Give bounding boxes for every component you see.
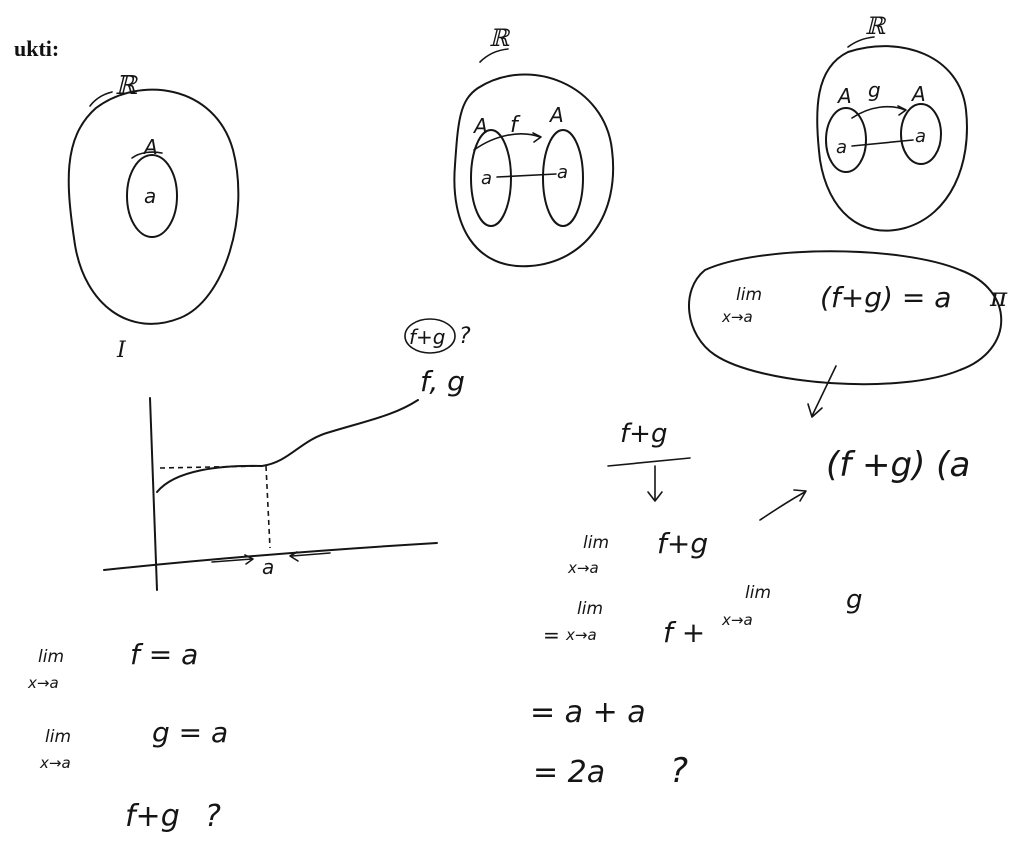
note-oval [688,250,1003,386]
left-a-label-2: A [472,114,488,138]
lim1-text: lim [583,533,609,553]
func-g-label: g [868,78,881,102]
right-a-label-3: A [910,82,926,106]
right-elem-2: a [557,162,568,183]
bl-line3-question: ? [205,799,221,834]
set-r-outline [67,88,240,325]
expr1-text: f+g [657,527,708,560]
set-r-label-3: ℝ [865,12,887,40]
left-elem-2: a [481,168,492,189]
sub1-text: x→a [567,559,599,577]
set-r-label-2: ℝ [489,24,511,52]
set-r-label: ℝ [115,71,138,101]
right-elem-3: a [915,126,926,147]
roman-one-label: I [116,338,127,363]
f-g-bubble [404,318,456,354]
left-elem-3: a [836,137,847,158]
right-a-label-2: A [548,103,564,127]
element-a-label: a [144,184,156,208]
oval-lim-text: lim [736,285,762,305]
fraction-top: f+g [620,419,667,449]
oval-expr-text: (f+g) = a [820,281,951,314]
plus-f-text: f + [663,616,705,649]
bubble-text: f+g [409,325,446,349]
line4-text: = 2a [533,755,605,790]
line3-text: = a + a [530,695,646,730]
limit-oval-note: lim x→a (f+g) = a π [688,250,1008,418]
bl-expr2: g = a [152,716,228,749]
left-a-label-3: A [836,84,852,108]
subset-a-outline [126,154,178,238]
right-set-a-2 [542,129,584,227]
set-diagram-2: ℝ A f A a a [453,24,615,268]
bl-expr1: f = a [130,638,198,671]
oval-sub-text: x→a [721,308,753,326]
lim2b-text: lim [745,583,771,603]
y-axis [149,397,158,591]
set-diagram-1: ℝ A a I [67,71,240,363]
right-set-a-3 [900,103,942,165]
left-set-a-3 [825,107,867,173]
line4-question: ? [670,751,688,791]
x-axis [103,542,438,571]
eq2-sign: = [543,623,560,647]
heading-text: ukti: [14,36,60,61]
subset-a-label: A [142,135,158,159]
left-set-a-2 [470,129,512,227]
bl-line3: f+g [125,799,180,834]
bottom-left-working: lim x→a f = a lim x→a g = a f+g ? [27,638,228,834]
func-f-label: f [510,113,521,138]
bubble-question: ? [459,324,471,349]
bl-lim2: lim [45,727,71,747]
sub2b-text: x→a [721,611,753,629]
bracket-expr: (f +g) (a [826,445,970,485]
fraction-bar [607,457,691,467]
axis-point-a: a [262,555,274,579]
f-g-curve [156,399,419,493]
lim2a-text: lim [577,599,603,619]
oval-tail-text: π [989,283,1008,313]
bl-sub1: x→a [27,674,59,692]
set-diagram-3: ℝ A g A a a [816,12,968,232]
bl-lim1: lim [38,647,64,667]
set-r-outline-2 [453,73,615,268]
g2-text: g [846,585,863,615]
curve-label: f, g [420,365,465,398]
function-graph: a f+g ? f, g [103,318,471,591]
bl-sub2: x→a [39,754,71,772]
sub2a-text: x→a [565,626,597,644]
set-r-outline-3 [816,45,968,232]
middle-working: f+g (f +g) (a lim x→a f+g = lim x→a f + … [530,419,970,791]
